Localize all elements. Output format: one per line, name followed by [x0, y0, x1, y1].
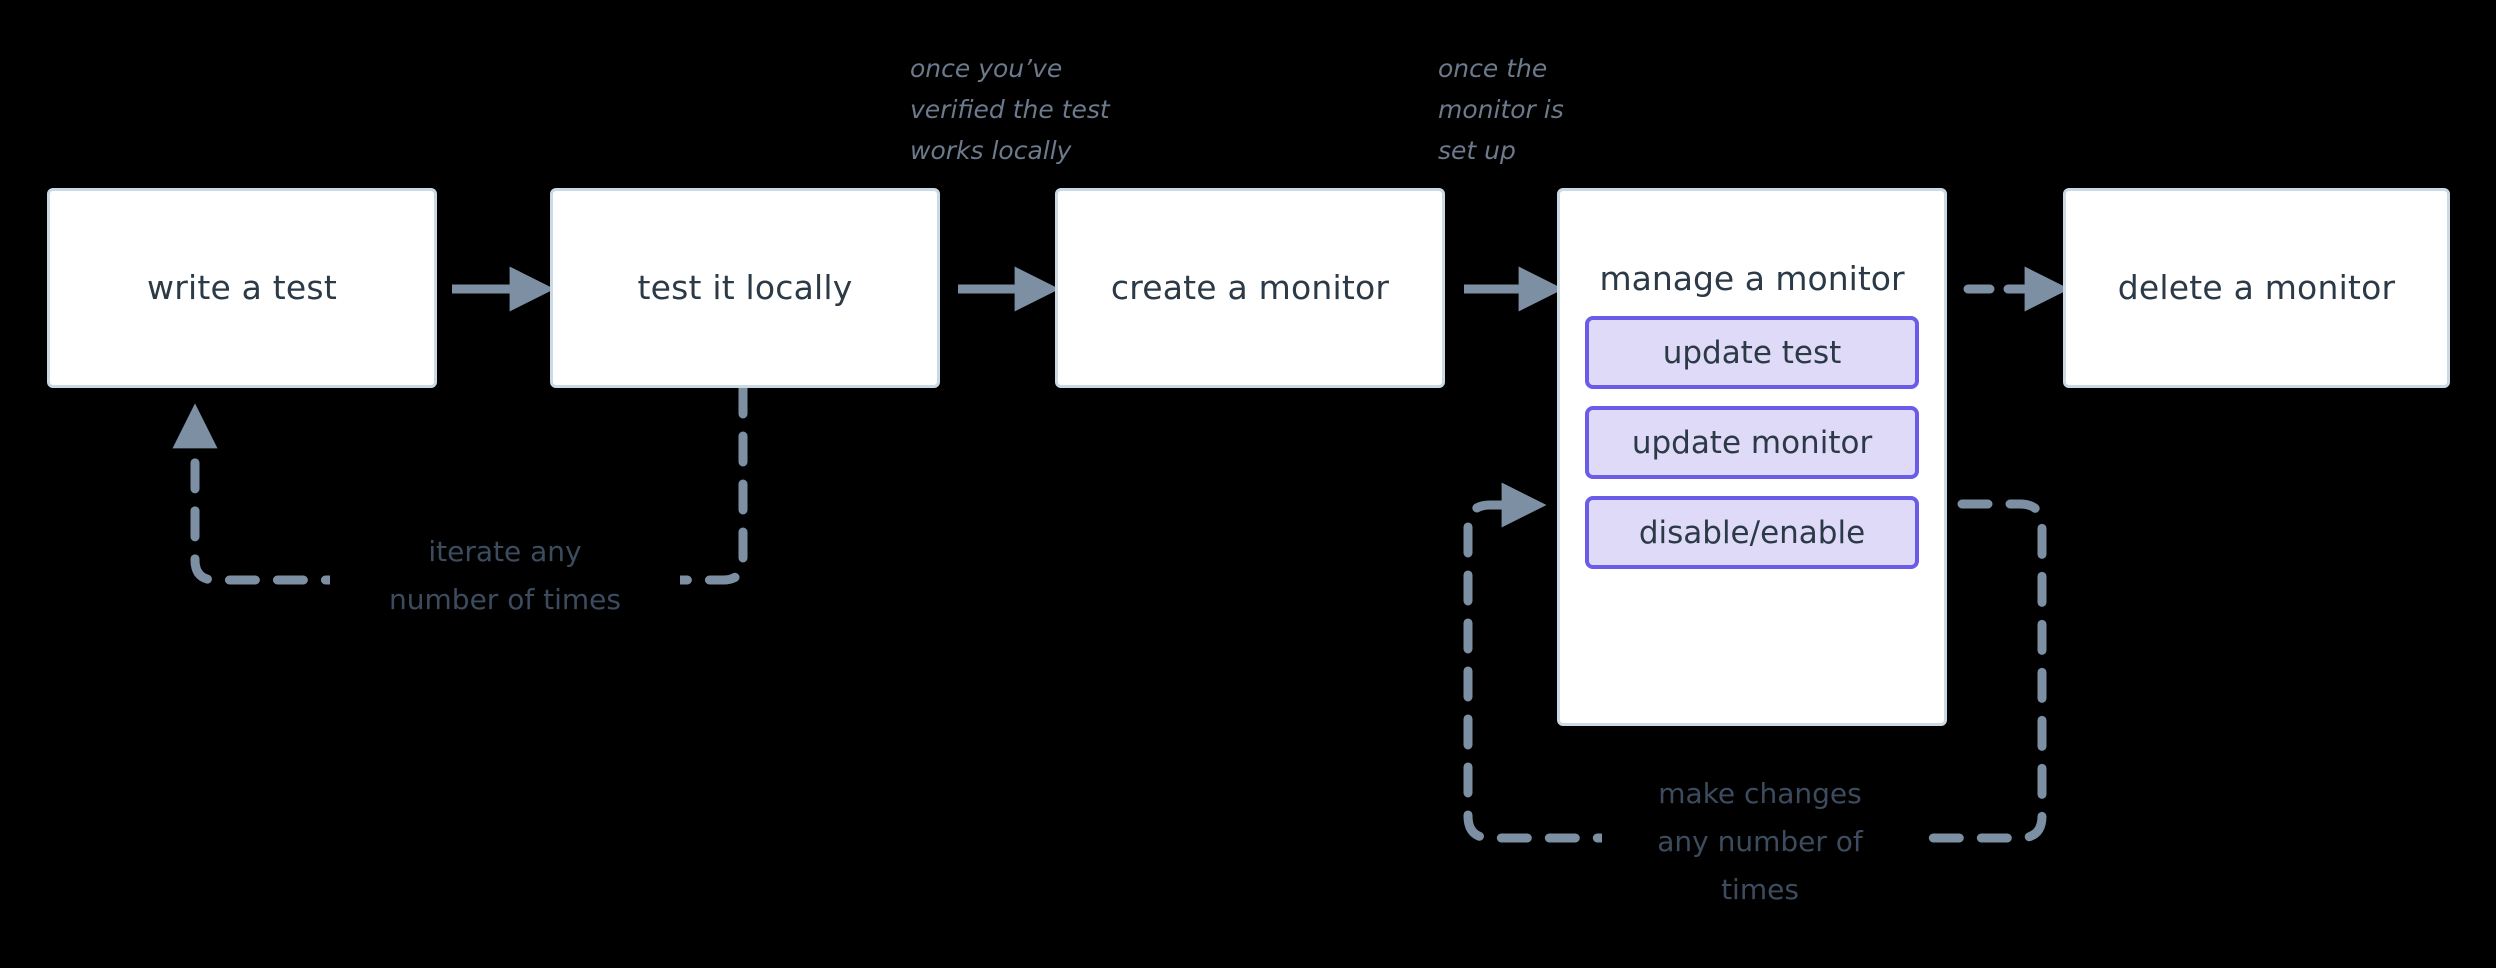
sub-node-update-test[interactable]: update test — [1585, 316, 1919, 389]
node-label-manage-a-monitor: manage a monitor — [1599, 259, 1905, 298]
sub-node-disable-enable[interactable]: disable/enable — [1585, 496, 1919, 569]
node-label-test-it-locally: test it locally — [637, 268, 853, 308]
annotation-setup: once the monitor is set up — [1438, 54, 1564, 165]
sub-node-update-monitor[interactable]: update monitor — [1585, 406, 1919, 479]
manage-monitor-subitems: update test update monitor disable/enabl… — [1585, 316, 1919, 569]
node-test-it-locally[interactable]: test it locally — [550, 188, 940, 388]
sub-node-label-disable-enable: disable/enable — [1638, 514, 1866, 551]
make-changes-loop-label: make changes any number of times — [1602, 770, 1918, 914]
node-delete-a-monitor[interactable]: delete a monitor — [2063, 188, 2450, 388]
node-label-write-a-test: write a test — [147, 268, 337, 308]
node-manage-a-monitor[interactable]: manage a monitor update test update moni… — [1557, 188, 1947, 726]
node-create-a-monitor[interactable]: create a monitor — [1055, 188, 1445, 388]
annotation-verified: once you’ve verified the test works loca… — [910, 54, 1110, 165]
node-label-delete-a-monitor: delete a monitor — [2117, 268, 2396, 308]
node-write-a-test[interactable]: write a test — [47, 188, 437, 388]
sub-node-label-update-test: update test — [1662, 334, 1842, 371]
sub-node-label-update-monitor: update monitor — [1631, 424, 1873, 461]
node-label-create-a-monitor: create a monitor — [1110, 268, 1390, 308]
iterate-loop-label: iterate any number of times — [330, 528, 680, 624]
